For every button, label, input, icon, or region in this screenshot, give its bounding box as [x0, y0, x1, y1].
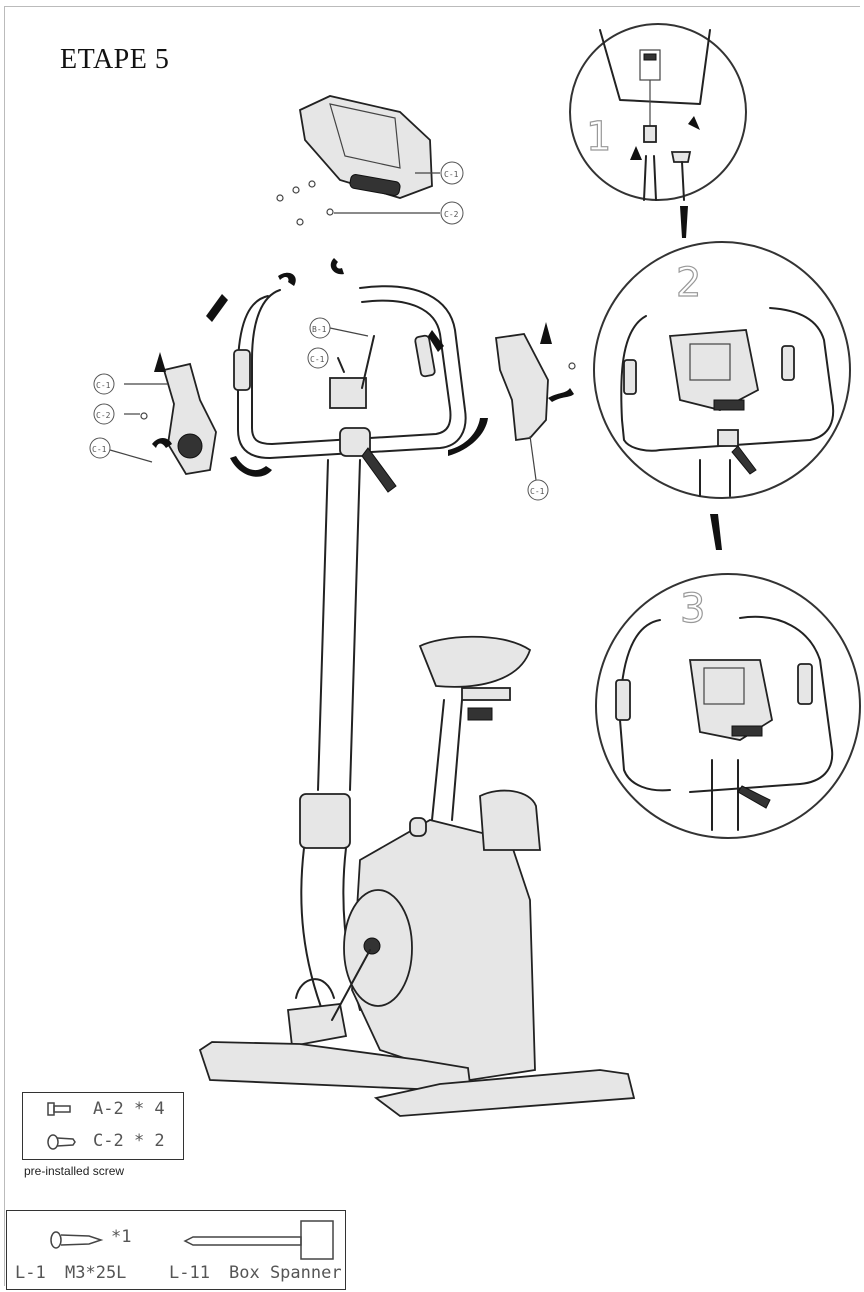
preinstalled-caption: pre-installed screw [24, 1164, 125, 1178]
screw-quantity: *1 [111, 1227, 132, 1247]
svg-text:C-1: C-1 [96, 381, 111, 390]
rotation-arrows [206, 258, 488, 477]
callout-center-2: C-1 [307, 347, 329, 369]
callout-top-2: C-2 [440, 201, 464, 225]
svg-text:C-2: C-2 [444, 210, 459, 219]
svg-text:3: 3 [680, 586, 705, 632]
handlebar [233, 285, 467, 459]
screw-l1-icon [50, 1231, 104, 1249]
svg-text:C-1: C-1 [444, 170, 459, 179]
step-arrow-2 [710, 514, 722, 550]
screw-code: L-1 [15, 1263, 46, 1283]
console-screws [276, 172, 440, 226]
svg-text:B-1: B-1 [312, 325, 327, 334]
preinstalled-parts-box: A-2 * 4 C-2 * 2 [22, 1092, 184, 1160]
screw-size: M3*25L [65, 1263, 127, 1283]
callout-left-2: C-2 [93, 403, 115, 425]
step-arrow-1 [680, 206, 688, 238]
callout-left-1: C-1 [93, 373, 115, 395]
svg-text:C-1: C-1 [310, 355, 325, 364]
svg-text:C-1: C-1 [92, 445, 107, 454]
base-rear [373, 1069, 636, 1117]
spanner-name: Box Spanner [229, 1263, 342, 1283]
parts-row-c2: C-2 * 2 [23, 1127, 183, 1157]
mast [317, 335, 397, 791]
svg-text:C-1: C-1 [530, 487, 545, 496]
right-cover [494, 322, 576, 481]
screw-icon [47, 1134, 76, 1150]
box-spanner-icon [183, 1220, 334, 1260]
page-title: ETAPE 5 [60, 44, 170, 75]
parts-code-a2: A-2 * 4 [93, 1099, 165, 1119]
pedal-left [287, 949, 371, 1048]
svg-text:1: 1 [586, 114, 611, 160]
callout-center-1: B-1 [309, 317, 369, 339]
base-front [198, 1041, 471, 1091]
tools-box: *1 L-1 M3*25L L-11 Box Spanner [6, 1210, 346, 1290]
page-frame [4, 6, 860, 1286]
spanner-code: L-11 [169, 1263, 210, 1283]
left-cover [109, 352, 217, 475]
bike-frame [299, 635, 541, 1081]
callout-top-1: C-1 [440, 161, 464, 185]
step2-inset: 2 [593, 241, 851, 499]
console-unit [298, 95, 433, 199]
callout-left-3: C-1 [89, 437, 111, 459]
callout-right-1: C-1 [527, 479, 549, 501]
svg-text:2: 2 [676, 260, 701, 306]
parts-row-a2: A-2 * 4 [23, 1095, 183, 1125]
step3-inset: 3 [595, 573, 861, 839]
svg-text:C-2: C-2 [96, 411, 111, 420]
parts-code-c2: C-2 * 2 [93, 1131, 165, 1151]
bolt-icon [47, 1102, 71, 1116]
step1-inset: 1 [569, 23, 747, 201]
